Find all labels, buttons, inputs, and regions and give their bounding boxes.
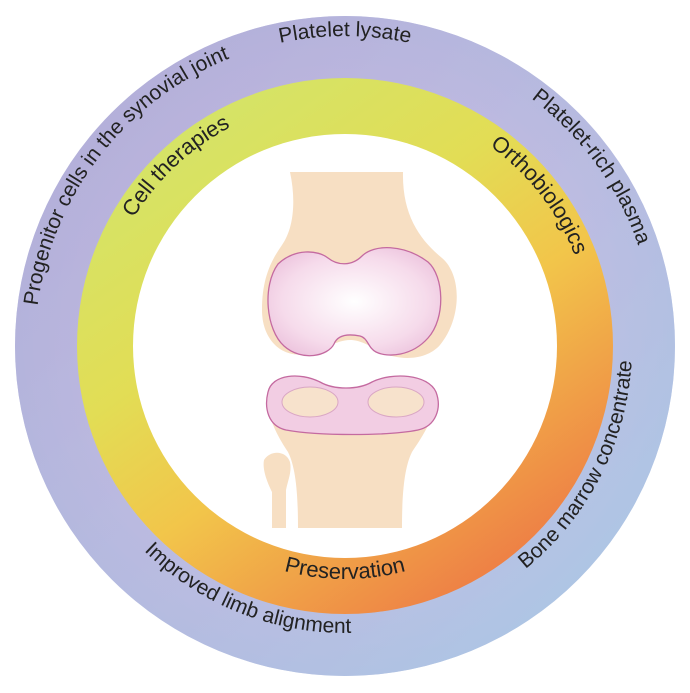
lateral-meniscus bbox=[368, 387, 424, 417]
medial-meniscus bbox=[282, 387, 338, 417]
